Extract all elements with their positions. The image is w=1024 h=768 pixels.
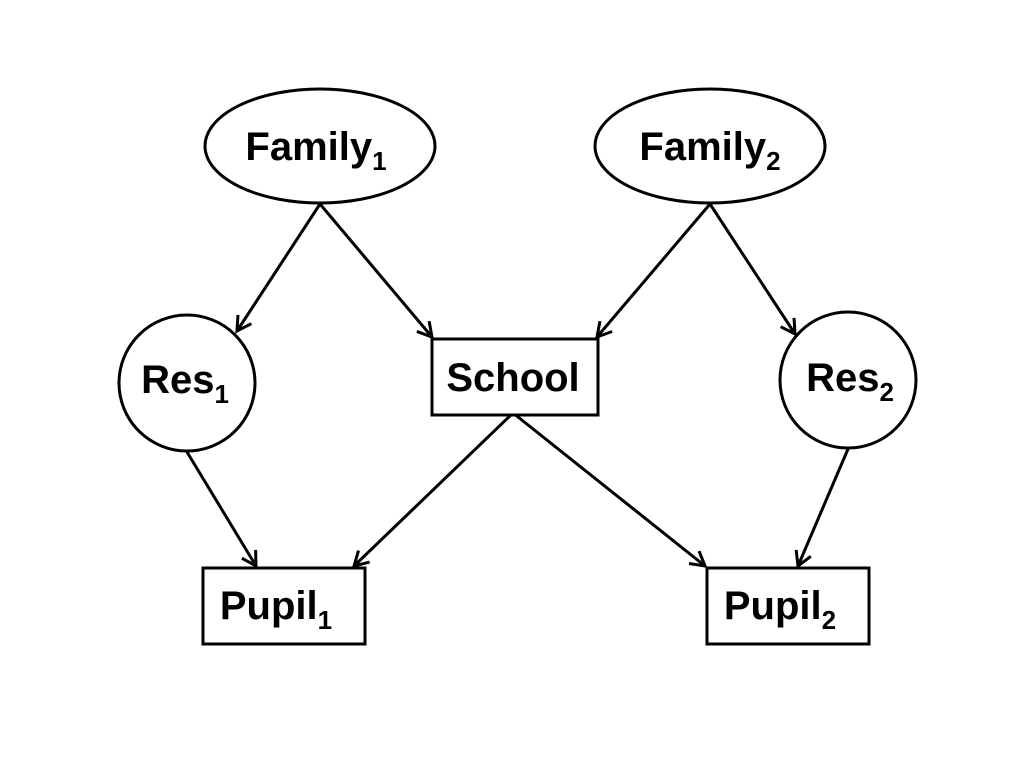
node-res1: Res1: [117, 313, 257, 453]
res1-circle: [117, 313, 257, 453]
res2-label: Res2: [806, 356, 894, 407]
edges: [185, 203, 850, 569]
edge-school-pupil2: [512, 411, 708, 568]
res1-label: Res1: [141, 358, 229, 409]
node-pupil2: Pupil2: [705, 566, 871, 646]
pupil1-box: [201, 566, 367, 646]
school-label: School: [446, 356, 579, 400]
family1-label: Family1: [245, 125, 386, 176]
res2-circle: [778, 310, 918, 450]
node-pupil1: Pupil1: [201, 566, 367, 646]
family1-ellipse: [203, 87, 437, 205]
pupil2-label: Pupil2: [724, 584, 836, 635]
family2-label: Family2: [639, 125, 780, 176]
edge-family2-school: [595, 203, 712, 340]
school-box: [430, 337, 600, 417]
edge-family1-school: [318, 203, 434, 340]
node-family2: Family2: [593, 87, 827, 205]
node-school: School: [430, 337, 600, 417]
family2-ellipse: [593, 87, 827, 205]
node-family1: Family1: [203, 87, 437, 205]
pupil2-box: [705, 566, 871, 646]
edge-school-pupil1: [351, 411, 515, 569]
node-res2: Res2: [778, 310, 918, 450]
pupil1-label: Pupil1: [220, 584, 332, 635]
edge-res1-pupil1: [185, 451, 258, 569]
edge-family2-res2: [708, 203, 797, 337]
edge-family1-res1: [235, 203, 322, 334]
edge-res2-pupil2: [794, 448, 850, 569]
